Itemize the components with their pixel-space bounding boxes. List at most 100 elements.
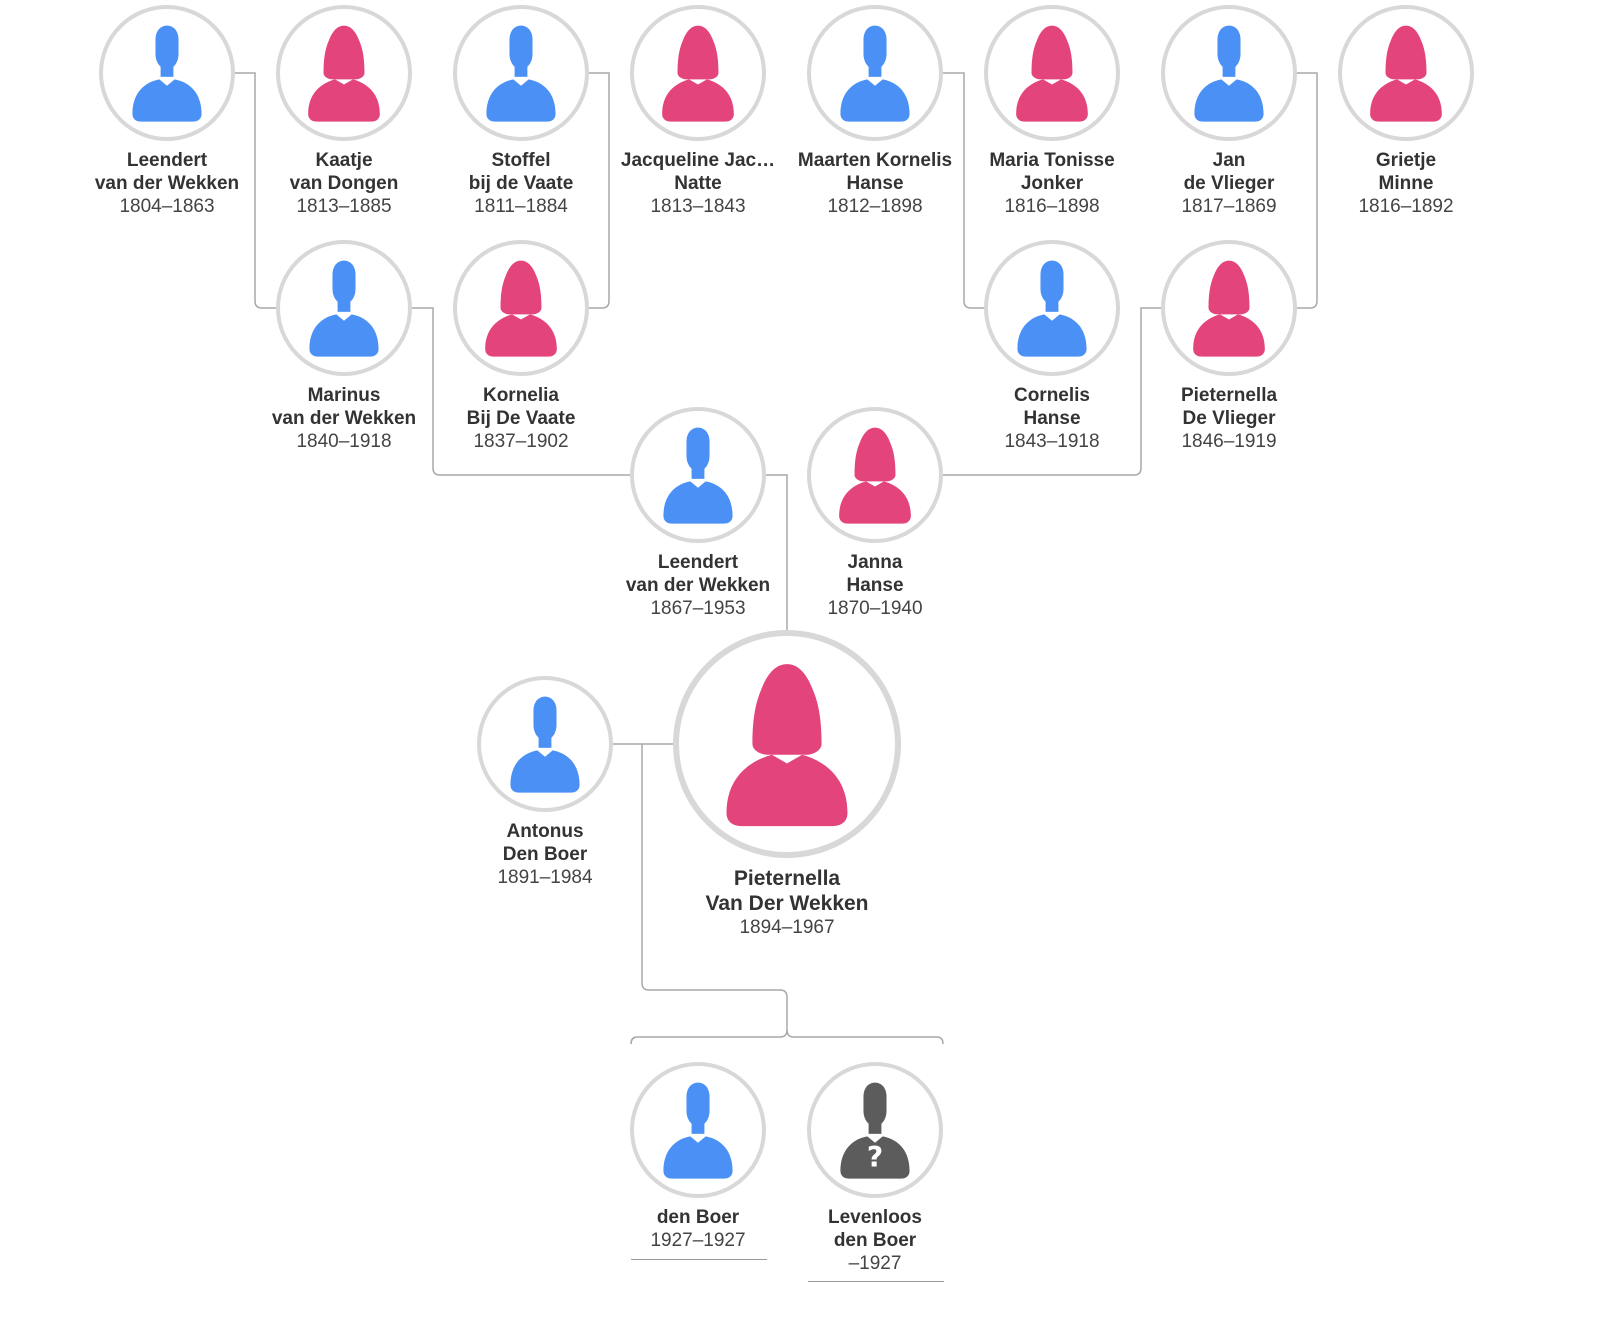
child-divider (808, 1281, 944, 1282)
person-surname: van der Wekken (271, 408, 417, 429)
female-person-icon[interactable] (984, 5, 1120, 141)
female-person-icon[interactable] (1338, 5, 1474, 141)
svg-text:?: ? (867, 1141, 883, 1174)
person-name: Leendert (657, 552, 739, 573)
person-dates: 1867–1953 (650, 598, 746, 619)
connector-line (589, 72, 610, 309)
person-dates: 1894–1967 (739, 917, 835, 938)
male-person-icon[interactable] (630, 407, 766, 543)
person-dates: 1813–1885 (296, 196, 392, 217)
person-name: den Boer (656, 1207, 740, 1228)
person-name: Levenloos (828, 1207, 922, 1228)
person-dates: 1804–1863 (119, 196, 215, 217)
person-name: Grietje (1375, 150, 1437, 171)
person-name: Maarten Kornelis (797, 150, 953, 171)
connector-line (766, 474, 788, 631)
connector-line (641, 744, 944, 1045)
person-surname: Van Der Wekken (705, 892, 869, 915)
person-surname: van der Wekken (94, 173, 240, 194)
person-dates: 1927–1927 (650, 1230, 746, 1251)
connector-line (630, 1029, 788, 1045)
person-name: Kornelia (482, 385, 560, 406)
unknown-person-icon[interactable]: ? (807, 1062, 943, 1198)
connector-line (1297, 72, 1318, 309)
person-surname: Hanse (846, 173, 904, 194)
male-person-icon[interactable] (807, 5, 943, 141)
person-name: Maria Tonisse (989, 150, 1115, 171)
person-name: Pieternella (733, 867, 841, 890)
child-divider (631, 1259, 767, 1260)
person-name: Cornelis (1013, 385, 1091, 406)
person-surname: Natte (674, 173, 722, 194)
person-dates: –1927 (848, 1253, 902, 1274)
person-name: Pieternella (1180, 385, 1278, 406)
person-surname: van Dongen (289, 173, 399, 194)
male-person-icon[interactable] (453, 5, 589, 141)
person-dates: 1840–1918 (296, 431, 392, 452)
connector-line (943, 307, 1161, 476)
male-person-icon[interactable] (1161, 5, 1297, 141)
person-dates: 1891–1984 (497, 867, 593, 888)
female-person-icon[interactable] (1161, 240, 1297, 376)
person-dates: 1837–1902 (473, 431, 569, 452)
person-dates: 1816–1898 (1004, 196, 1100, 217)
male-person-icon[interactable] (276, 240, 412, 376)
connector-line (412, 307, 630, 476)
female-person-icon[interactable] (630, 5, 766, 141)
person-surname: bij de Vaate (468, 173, 574, 194)
person-surname: den Boer (833, 1230, 917, 1251)
person-surname: Minne (1378, 173, 1434, 194)
male-person-icon[interactable] (99, 5, 235, 141)
person-dates: 1846–1919 (1181, 431, 1277, 452)
person-surname: De Vlieger (1182, 408, 1276, 429)
person-dates: 1813–1843 (650, 196, 746, 217)
female-person-icon[interactable] (276, 5, 412, 141)
female-person-icon[interactable] (807, 407, 943, 543)
person-surname: Jonker (1020, 173, 1084, 194)
person-name: Marinus (307, 385, 381, 406)
person-name: Jan (1212, 150, 1246, 171)
person-dates: 1843–1918 (1004, 431, 1100, 452)
person-surname: Bij De Vaate (466, 408, 576, 429)
person-name: Leendert (126, 150, 208, 171)
male-person-icon[interactable] (477, 676, 613, 812)
person-name: Kaatje (315, 150, 373, 171)
male-person-icon[interactable] (630, 1062, 766, 1198)
person-name: Stoffel (491, 150, 551, 171)
person-dates: 1817–1869 (1181, 196, 1277, 217)
person-name: Jacqueline Jac… (620, 150, 776, 171)
person-name: Janna (847, 552, 903, 573)
person-dates: 1870–1940 (827, 598, 923, 619)
connector-line (235, 72, 276, 309)
person-dates: 1812–1898 (827, 196, 923, 217)
person-name: Antonus (506, 821, 584, 842)
person-dates: 1811–1884 (474, 196, 568, 217)
person-surname: Den Boer (502, 844, 588, 865)
person-surname: Hanse (846, 575, 904, 596)
connector-line (943, 72, 984, 309)
female-person-icon[interactable] (673, 630, 901, 858)
male-person-icon[interactable] (984, 240, 1120, 376)
person-surname: de Vlieger (1183, 173, 1275, 194)
female-person-icon[interactable] (453, 240, 589, 376)
